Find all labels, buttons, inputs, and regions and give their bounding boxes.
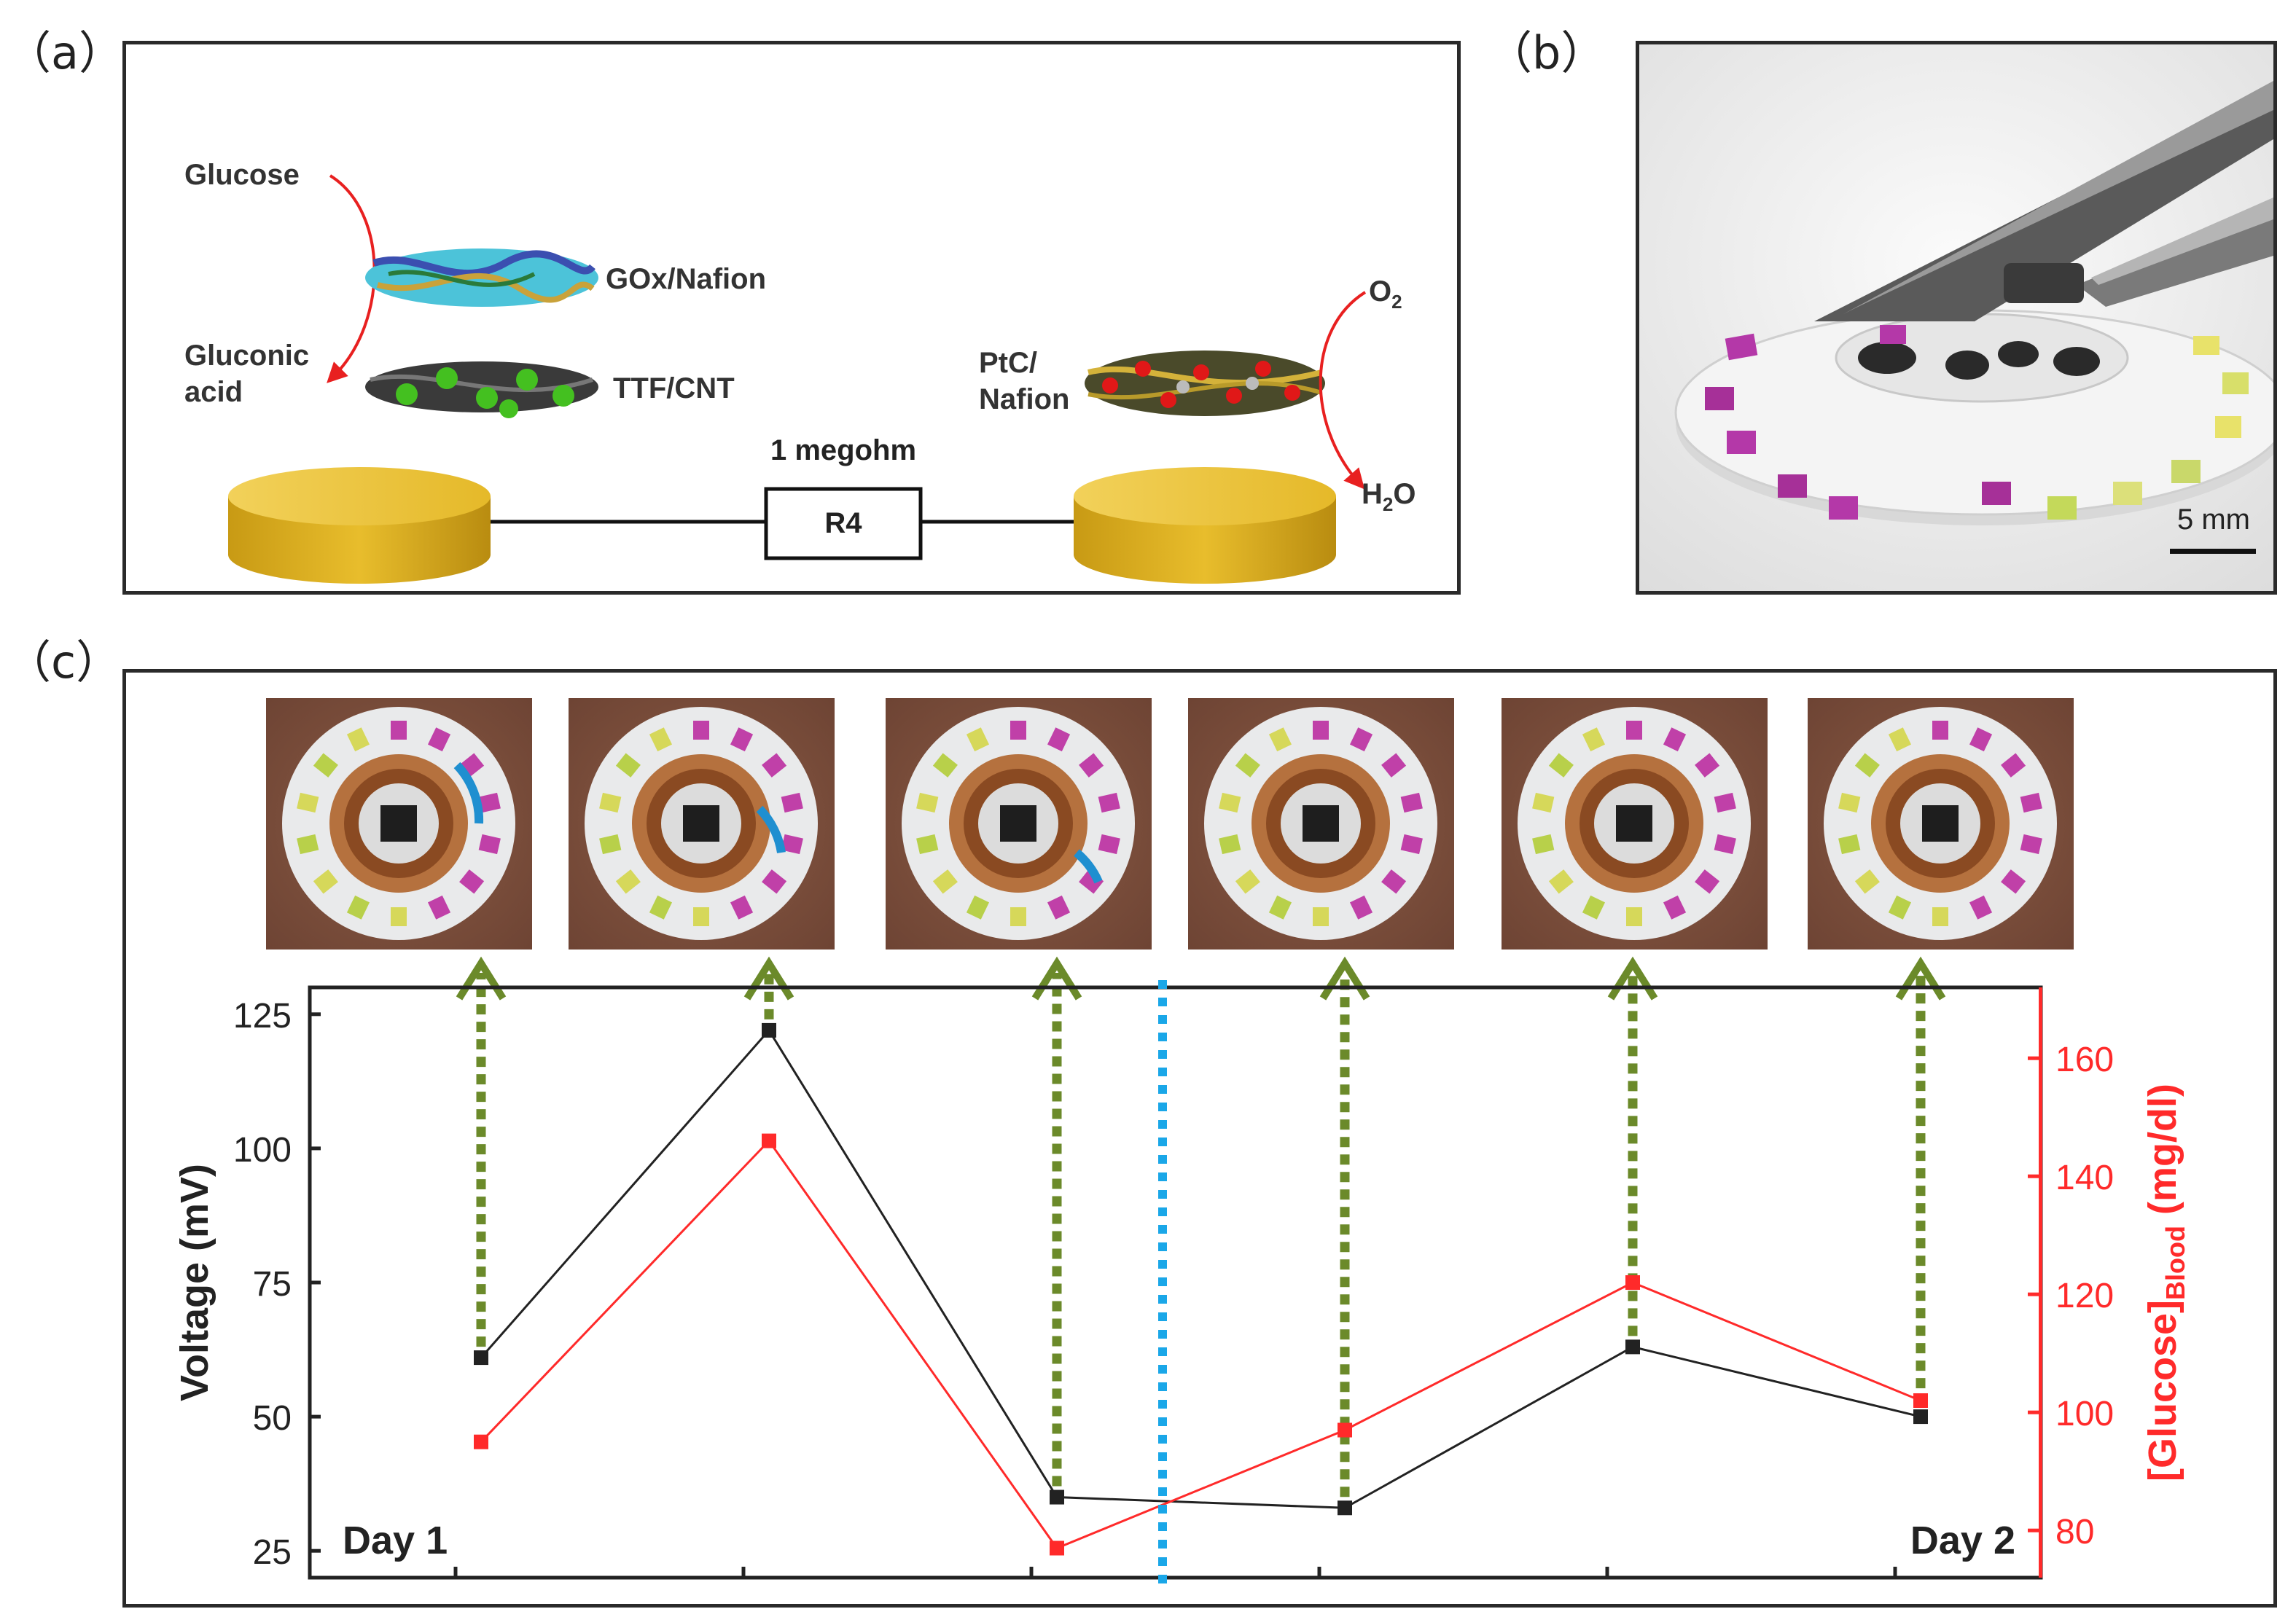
series-1-point-1 — [762, 1133, 776, 1148]
scale-bar — [2170, 549, 2256, 554]
photo-link-arrows — [456, 956, 1946, 1497]
ptc-nafion-layer — [1085, 351, 1325, 416]
panel-b-photo: 5 mm — [1639, 44, 2289, 591]
resistor-r4 — [764, 487, 923, 560]
lens-photo-6 — [1808, 698, 2074, 950]
lens-photo-5 — [1502, 698, 1768, 950]
lens-photo-1 — [266, 698, 532, 950]
lens-photo-row — [266, 698, 2074, 950]
day-start-label: Day 1 — [343, 1519, 448, 1562]
series-0-point-1 — [762, 1022, 776, 1038]
tweezers — [1814, 81, 2273, 321]
day-end-label: Day 2 — [1910, 1519, 2015, 1562]
y-axis-right-label: [Glucose]Blood (mg/dl) — [2141, 1084, 2190, 1481]
lens-photo-4 — [1188, 698, 1454, 950]
sensor-lens — [1674, 309, 2289, 525]
scale-bar-label: 5 mm — [2177, 504, 2250, 536]
o2-label: O2 — [1369, 275, 1402, 313]
right-gold-electrode — [1074, 467, 1336, 584]
photo-link-arrow-2 — [743, 956, 794, 1019]
y-left-tick-label: 75 — [253, 1265, 292, 1304]
panel-a-diagram: Glucose GOx/Nafion Gluconic acid TTF/CNT… — [184, 159, 1416, 584]
y-right-tick-label: 80 — [2055, 1513, 2094, 1551]
series-0-point-5 — [1913, 1409, 1928, 1425]
gox-nafion-label: GOx/Nafion — [606, 263, 766, 295]
ttf-cnt-layer — [365, 361, 598, 418]
ptc-nafion-label-2: Nafion — [979, 383, 1069, 415]
y-left-tick-label: 25 — [253, 1533, 292, 1572]
gox-nafion-layer — [365, 248, 598, 307]
plot-area — [308, 985, 2043, 1580]
photo-link-arrow-3 — [1031, 956, 1082, 1487]
y-left-tick-label: 100 — [233, 1131, 292, 1170]
y-left-tick-label: 125 — [233, 997, 292, 1035]
oxygen-reduction-arrow — [1319, 291, 1367, 490]
series-1-line — [480, 1139, 1921, 1550]
photo-link-arrow-6 — [1895, 956, 1946, 1406]
series-1-point-2 — [1050, 1540, 1064, 1556]
y-right-tick-label: 160 — [2055, 1041, 2114, 1079]
series-0-point-2 — [1050, 1489, 1064, 1505]
h2o-label: H2O — [1362, 478, 1416, 515]
series-1-point-0 — [474, 1434, 488, 1449]
series-0-point-0 — [474, 1350, 488, 1366]
panel-b-frame: 5 mm — [1636, 41, 2289, 595]
series-1-point-5 — [1913, 1393, 1928, 1408]
y-right-tick-label: 100 — [2055, 1395, 2114, 1433]
series-0-point-3 — [1338, 1500, 1352, 1516]
series-1-point-3 — [1338, 1422, 1352, 1438]
lens-photo-2 — [569, 698, 835, 950]
photo-link-arrow-1 — [456, 956, 507, 1347]
ttf-cnt-label: TTF/CNT — [613, 372, 735, 404]
photo-link-arrow-4 — [1319, 956, 1370, 1497]
resistor-label: R4 — [824, 507, 862, 539]
panel-label-a: （a） — [6, 26, 124, 79]
y-axis-left-label: Voltage (mV) — [173, 1164, 216, 1401]
ptc-nafion-label-1: PtC/ — [979, 347, 1037, 379]
resistor-value-label: 1 megohm — [770, 434, 916, 466]
glucose-label: Glucose — [184, 159, 300, 191]
panel-label-c: （c） — [6, 635, 122, 689]
series-0-point-4 — [1625, 1339, 1640, 1355]
gluconic-acid-label-1: Gluconic — [184, 340, 309, 372]
y-left-tick-label: 50 — [253, 1399, 292, 1438]
panel-a-frame: Glucose GOx/Nafion Gluconic acid TTF/CNT… — [122, 41, 1461, 595]
lens-photo-3 — [886, 698, 1152, 950]
series-1-point-4 — [1625, 1275, 1640, 1290]
panel-label-b: （b） — [1487, 26, 1606, 79]
right-axis-line — [2039, 987, 2042, 1578]
series-0-line — [480, 1028, 1921, 1509]
left-gold-electrode — [228, 467, 491, 584]
y-right-tick-label: 140 — [2055, 1159, 2114, 1197]
y-right-tick-label: 120 — [2055, 1277, 2114, 1315]
gluconic-acid-label-2: acid — [184, 376, 243, 408]
